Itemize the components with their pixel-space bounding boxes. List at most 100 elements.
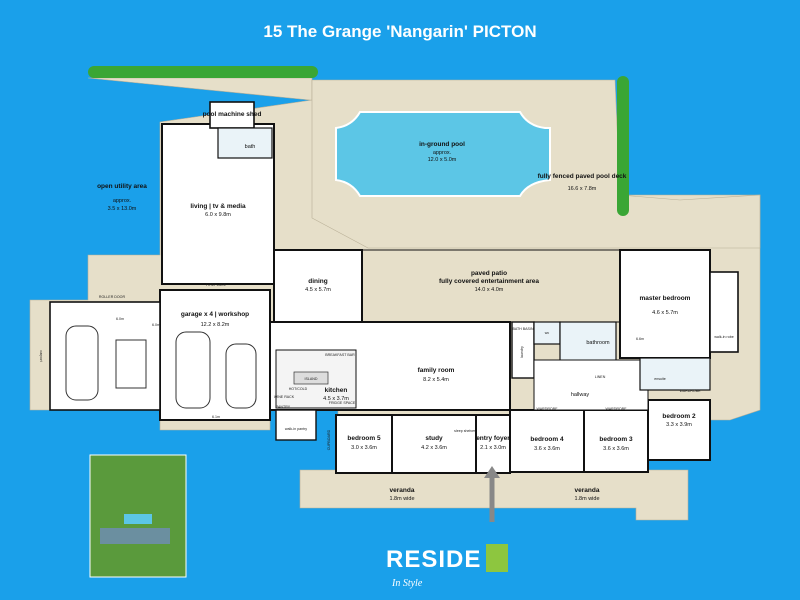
car [225, 343, 257, 409]
breakfast-bar-label: BREAKFAST BAR [325, 353, 355, 357]
bedroom4-label: bedroom 4 [530, 436, 564, 443]
pool-shed [209, 101, 255, 129]
veranda-right-label: veranda [575, 487, 600, 494]
sleep-shelves-label: sleep shelves [454, 429, 476, 433]
island-label: ISLAND [305, 377, 318, 381]
reside-tagline: In Style [392, 578, 423, 589]
garage-depth-dim: 6.0m [152, 323, 160, 327]
fireplace-label: FIREPLACE [206, 283, 227, 287]
bedroom2-room [647, 399, 711, 461]
pantry-label: walk-in pantry [285, 427, 307, 431]
hallway-label: hallway [571, 392, 590, 398]
master-size: 4.6 x 5.7m [652, 310, 678, 316]
trailer [115, 339, 147, 389]
pool-label: in-ground pool [419, 141, 465, 148]
utility-note: approx. [113, 198, 132, 204]
bedroom2-label: bedroom 2 [662, 413, 696, 420]
site-plan-pool [124, 514, 152, 524]
family-label: family room [418, 367, 455, 374]
dining-label: dining [308, 278, 328, 285]
bedroom4-size: 3.6 x 3.6m [534, 446, 560, 452]
hallway-room [533, 359, 649, 411]
garage-size: 12.2 x 8.2m [201, 322, 230, 328]
bedroom5-label: bedroom 5 [347, 435, 381, 442]
car [65, 325, 99, 401]
bedroom3-label: bedroom 3 [599, 436, 633, 443]
living-size: 6.0 x 9.8m [205, 212, 231, 218]
garage-width-dim: 6.0m [116, 317, 124, 321]
site-plan-house [100, 528, 170, 544]
entry-size: 2.1 x 3.0m [480, 445, 506, 451]
reside-logo-mark [486, 544, 508, 572]
laundry-shelves-label: BATH BASIN [512, 327, 534, 331]
pool-size: 12.0 x 5.0m [428, 157, 457, 163]
bedroom2-size: 3.3 x 3.9m [666, 422, 692, 428]
entry-room [475, 414, 511, 474]
master-side-dim: 6.6m [636, 337, 644, 341]
hedge [88, 66, 318, 78]
walk-in-robe-room [709, 271, 739, 353]
patio [361, 249, 621, 323]
wardrobe-label: WARDROBE [536, 407, 558, 411]
bedroom5-size: 3.0 x 3.6m [351, 445, 377, 451]
patio-size: 14.0 x 4.0m [475, 287, 504, 293]
wardrobe-label: WARDROBE [679, 389, 701, 393]
wir-label: walk-in robe [714, 335, 733, 339]
veranda-left-size: 1.8m wide [389, 496, 414, 502]
bedroom3-size: 3.6 x 3.6m [603, 446, 629, 452]
fridge-label: FRIDGE SPACE [329, 401, 356, 405]
laundry-label: laundry [520, 346, 524, 358]
car [175, 331, 211, 409]
patio-label: paved patio [471, 270, 507, 277]
bath-room [217, 127, 273, 159]
entry-label: entry foyer [476, 435, 510, 442]
pool-shed-label: pool machine shed [203, 111, 262, 118]
study-label: study [425, 435, 443, 442]
veranda-right-size: 1.8m wide [574, 496, 599, 502]
master-label: master bedroom [640, 295, 691, 302]
family-size: 8.2 x 5.4m [423, 377, 449, 383]
utility-size: 3.5 x 13.0m [108, 206, 137, 212]
kitchen-size: 4.5 x 3.7m [323, 396, 349, 402]
garage-bottom-dim: 6.1m [212, 415, 220, 419]
garage-label: garage x 4 | workshop [181, 311, 249, 318]
dining-room [273, 249, 363, 323]
pool-deck-label: fully fenced paved pool deck [538, 173, 627, 180]
master-bedroom-room [619, 249, 711, 359]
roller-door-label: ROLLER DOOR [99, 295, 126, 299]
wardrobe-label: WARDROBE [605, 407, 627, 411]
kitchen-label: kitchen [325, 387, 348, 394]
ensuite-room [639, 357, 711, 391]
bathroom-room [559, 321, 617, 363]
pantry-small-label: PANTRY [276, 405, 291, 409]
entry-arrow-head [484, 466, 500, 478]
wine-rack-label: WINE RACK [274, 395, 295, 399]
study-size: 4.2 x 3.6m [421, 445, 447, 451]
ensuite-label: ensuite [654, 377, 666, 381]
pool-deck-size: 16.6 x 7.8m [568, 186, 597, 192]
utility-label: open utility area [97, 183, 147, 190]
bathroom-label: bathroom [586, 340, 610, 346]
kitchen-island [293, 371, 329, 385]
study-room [391, 414, 477, 474]
page-title: 15 The Grange 'Nangarin' PICTON [263, 22, 537, 41]
laundry-room [511, 321, 535, 379]
hedge-right [617, 76, 629, 216]
carport-label: carport [39, 350, 43, 361]
wc-label: wc [545, 331, 550, 335]
cupboard-label: CUPBOARD [327, 429, 331, 450]
patio-label-2: fully covered entertainment area [439, 278, 539, 285]
bedroom5-room [335, 414, 393, 474]
linen-label: LINEN [595, 375, 606, 379]
living-label: living | tv & media [190, 203, 246, 210]
walk-in-pantry [275, 409, 317, 441]
bath-label: bath [245, 144, 256, 150]
pool [335, 111, 551, 197]
pool-note: approx. [433, 150, 452, 156]
dining-size: 4.5 x 5.7m [305, 287, 331, 293]
hot-cold-label: HOT/COLD [289, 387, 308, 391]
reside-logo: RESIDE [386, 546, 482, 573]
veranda-left-label: veranda [390, 487, 415, 494]
bedroom4-room [509, 409, 585, 473]
